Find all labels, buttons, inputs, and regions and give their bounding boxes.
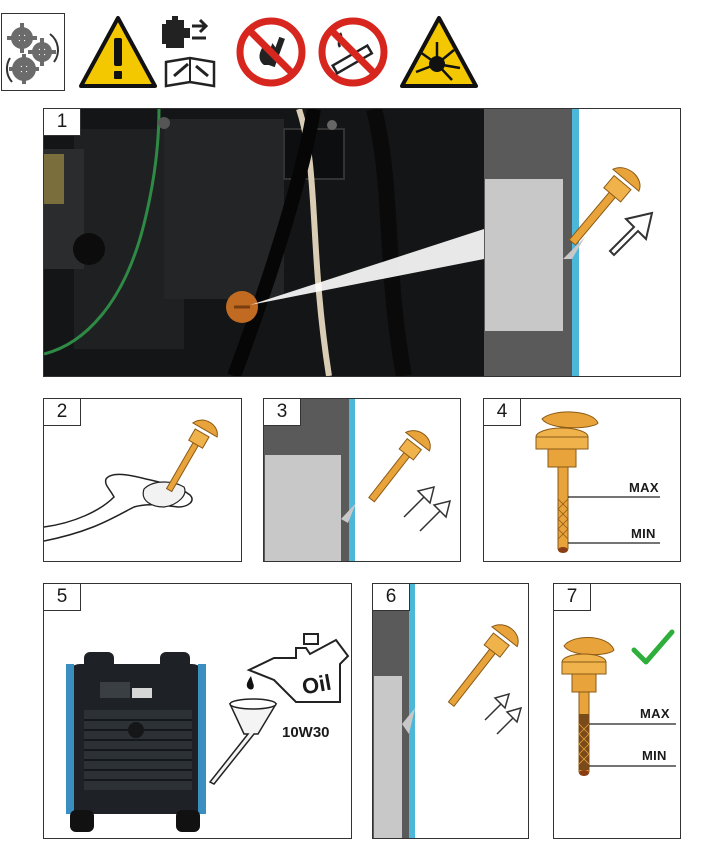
step-2-panel: 2: [43, 398, 242, 562]
step-number: 5: [44, 584, 81, 611]
step-3-panel: 3: [263, 398, 461, 562]
step-5-panel: 5 Oil 10W30: [43, 583, 352, 839]
max-label: MAX: [629, 480, 659, 495]
no-open-flame-icon: [236, 17, 306, 87]
step-7-panel: 7 MAX MIN: [553, 583, 681, 839]
step-number: 1: [44, 109, 81, 136]
read-manual-icon: [160, 14, 220, 92]
oil-grade-label: 10W30: [282, 724, 330, 741]
step-number: 7: [554, 584, 591, 611]
dipstick-reinsert-final-illustration: [373, 584, 528, 838]
step-number: 6: [373, 584, 410, 611]
warning-triangle-icon: [79, 16, 157, 88]
step-1-panel: 1: [43, 108, 681, 377]
min-label: MIN: [642, 748, 667, 763]
arrow-up-right-icon: [604, 205, 658, 261]
step-6-panel: 6: [372, 583, 529, 839]
no-smoking-icon: [318, 17, 388, 87]
explosive-hazard-icon: [400, 16, 478, 88]
generator-refill-illustration: [44, 584, 351, 838]
gears-icon: [1, 13, 65, 91]
step-4-panel: 4 MAX MIN: [483, 398, 681, 562]
oil-can-label: Oil: [300, 670, 333, 701]
step-number: 4: [484, 399, 521, 426]
safety-icon-row: [0, 0, 701, 100]
step-number: 3: [264, 399, 301, 426]
min-label: MIN: [631, 526, 656, 541]
checkmark-icon: [630, 628, 676, 668]
max-label: MAX: [640, 706, 670, 721]
step-number: 2: [44, 399, 81, 426]
